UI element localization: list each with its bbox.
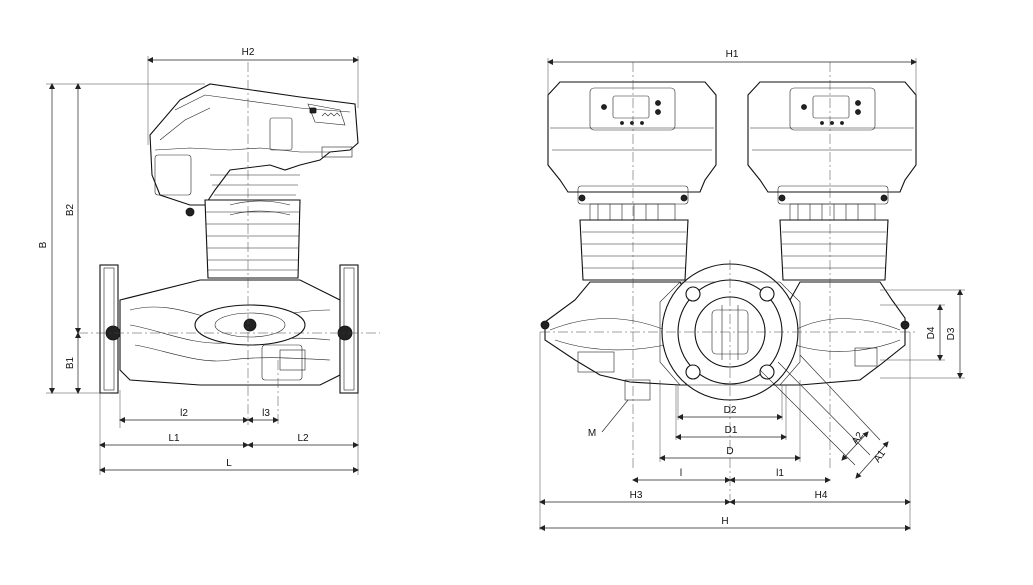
side-view: H2 B B2 B1 l2 l3 L1 L2 L xyxy=(38,47,380,475)
dim-label-B: B xyxy=(38,241,49,248)
front-view: H1 D4 D3 D2 D1 D l l1 A2 xyxy=(539,49,965,531)
side-pump-body xyxy=(119,279,341,386)
dim-label-D1: D1 xyxy=(725,425,738,436)
dim-label-D4: D4 xyxy=(926,326,937,339)
dim-label-H: H xyxy=(721,516,728,527)
dim-label-H4: H4 xyxy=(815,490,828,501)
side-neck xyxy=(204,174,301,279)
dim-label-D2: D2 xyxy=(724,405,737,416)
dim-label-D: D xyxy=(726,446,733,457)
dim-label-l3: l3 xyxy=(262,408,270,419)
dim-label-L2: L2 xyxy=(297,433,309,444)
dim-label-A1: A1 xyxy=(872,448,888,465)
dim-label-l2: l2 xyxy=(180,408,188,419)
dim-label-B1: B1 xyxy=(65,356,76,369)
dim-label-l: l xyxy=(680,468,682,479)
dim-label-B2: B2 xyxy=(65,203,76,216)
dim-label-L1: L1 xyxy=(168,433,180,444)
dim-label-l1: l1 xyxy=(776,468,784,479)
front-motor-head-right xyxy=(747,81,917,281)
dim-label-D3: D3 xyxy=(946,327,957,340)
dim-label-L: L xyxy=(226,458,232,469)
label-M: M xyxy=(588,428,596,439)
side-motor-head xyxy=(149,83,359,217)
front-motor-head-left xyxy=(547,81,717,281)
dim-label-H1: H1 xyxy=(726,49,739,60)
dim-label-H3: H3 xyxy=(630,490,643,501)
dim-label-H2: H2 xyxy=(242,47,255,58)
dim-label-A2: A2 xyxy=(850,430,866,447)
